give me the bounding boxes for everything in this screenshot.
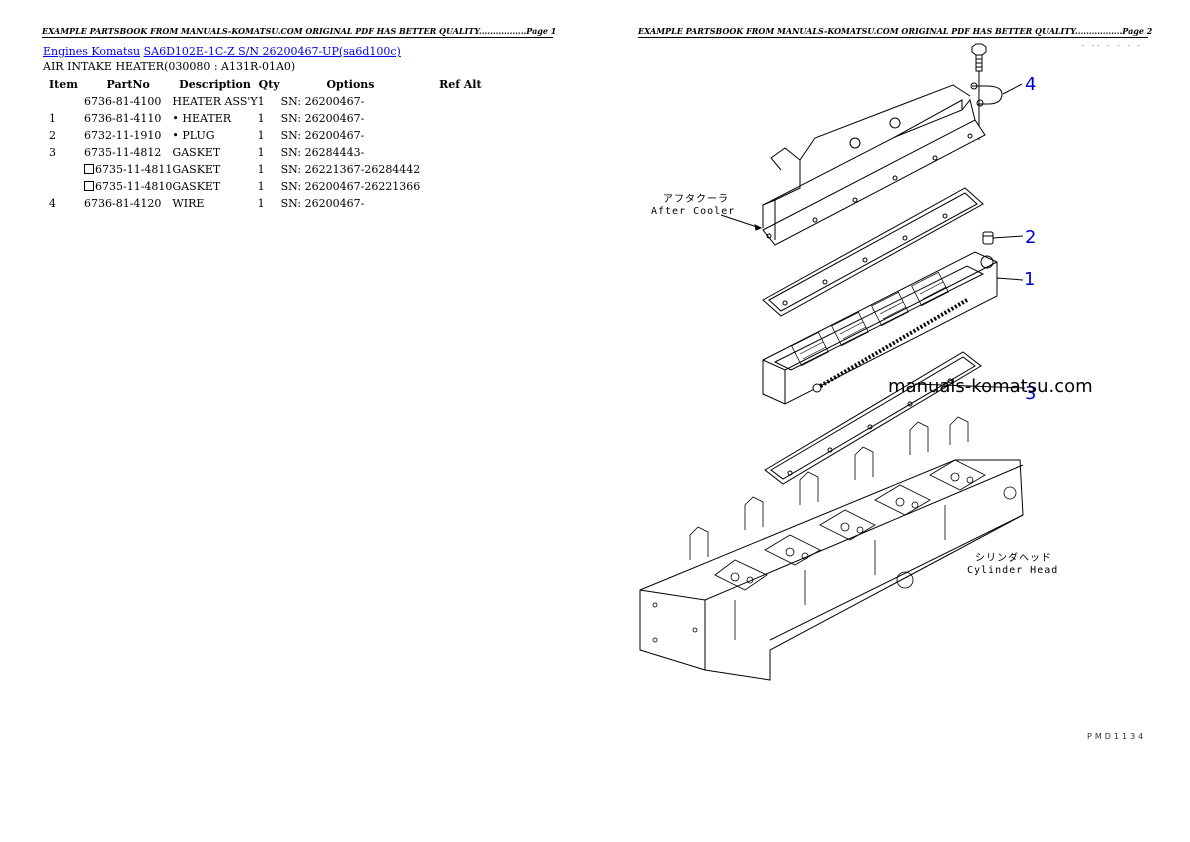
cell-partno: 6736-81-4120: [84, 195, 172, 212]
part-number: 6736-81-4100: [84, 95, 162, 108]
table-header-row: Item PartNo Description Qty Options Ref …: [43, 76, 500, 93]
column-header-partno: PartNo: [106, 78, 150, 91]
cell-ref-alt: [420, 161, 500, 178]
column-header-item: Item: [49, 78, 78, 91]
part-number: 6735-11-4810: [95, 180, 173, 193]
cell-item: 2: [49, 129, 56, 142]
part-number: 6736-81-4120: [84, 197, 162, 210]
page-header: EXAMPLE PARTSBOOK FROM MANUALS-KOMATSU.C…: [638, 26, 1153, 38]
column-header-description: Description: [179, 78, 251, 91]
cell-partno: 6732-11-1910: [84, 127, 172, 144]
page-2: EXAMPLE PARTSBOOK FROM MANUALS-KOMATSU.C…: [595, 0, 1190, 842]
page-header: EXAMPLE PARTSBOOK FROM MANUALS-KOMATSU.C…: [42, 26, 557, 38]
upper-gasket: [762, 187, 984, 317]
after-cooler-label: アフタクーラ After Cooler: [651, 194, 735, 218]
cell-options: SN: 26200467-: [280, 112, 365, 125]
wire-part: [970, 82, 1023, 107]
callout-2: 2: [1025, 227, 1037, 248]
callout-3: 3: [1025, 383, 1037, 404]
column-header-qty: Qty: [258, 78, 280, 91]
top-marks: - -- - - - -: [1082, 42, 1143, 49]
part-number: 6735-11-4811: [95, 163, 173, 176]
cell-qty: 1: [257, 197, 265, 210]
table-row: 2 6732-11-1910 • PLUG 1 SN: 26200467-: [43, 127, 500, 144]
reference-code: PMD1134: [1087, 732, 1147, 741]
cell-options: SN: 26200467-: [280, 95, 365, 108]
watermark: manuals-komatsu.com: [888, 376, 1093, 397]
exploded-parts-diagram: [639, 43, 1026, 681]
cell-item: 3: [49, 146, 56, 159]
part-number: 6732-11-1910: [84, 129, 162, 142]
breadcrumb-link-model[interactable]: SA6D102E-1C-Z S/N 26200467-UP(sa6d100c): [143, 45, 401, 58]
cell-partno: 6735-11-4811: [84, 161, 172, 178]
plug-part: [982, 231, 1024, 245]
cell-partno: 6735-11-4810: [84, 178, 172, 195]
column-header-options: Options: [326, 78, 375, 91]
heater-body: [762, 251, 1024, 405]
cell-ref-alt: [420, 144, 500, 161]
table-row: 4 6736-81-4120 WIRE 1 SN: 26200467-: [43, 195, 500, 212]
cell-options: SN: 26200467-: [280, 129, 365, 142]
cell-options: SN: 26221367-26284442: [280, 163, 421, 176]
cell-description: WIRE: [172, 197, 205, 210]
alternate-part-checkbox-icon: [84, 164, 94, 174]
cell-ref-alt: [420, 195, 500, 212]
page-1: EXAMPLE PARTSBOOK FROM MANUALS-KOMATSU.C…: [42, 26, 557, 212]
column-header-ref-alt: Ref Alt: [439, 78, 482, 91]
cell-description: GASKET: [172, 163, 221, 176]
lower-gasket: [764, 351, 1026, 485]
cell-qty: 1: [257, 146, 265, 159]
cell-ref-alt: [420, 93, 500, 110]
cell-description: GASKET: [172, 180, 221, 193]
cell-description: GASKET: [172, 146, 221, 159]
cell-description: • PLUG: [172, 129, 215, 142]
cell-item: [43, 178, 84, 195]
part-number: 6736-81-4110: [84, 112, 162, 125]
parts-table: Item PartNo Description Qty Options Ref …: [43, 76, 500, 212]
part-number: 6735-11-4812: [84, 146, 162, 159]
cylinder-head-label-jp: シリンダヘッド: [975, 553, 1052, 564]
breadcrumb: Engines Komatsu SA6D102E-1C-Z S/N 262004…: [43, 45, 401, 58]
cell-item: [43, 161, 84, 178]
cell-qty: 1: [257, 180, 265, 193]
cylinder-head: [639, 416, 1024, 681]
cell-ref-alt: [420, 178, 500, 195]
cylinder-head-label: シリンダヘッド Cylinder Head: [967, 553, 1058, 577]
heater-coil: [812, 298, 969, 393]
after-cooler-label-jp: アフタクーラ: [663, 194, 729, 205]
cell-item: [43, 93, 84, 110]
after-cooler-cover: [720, 84, 986, 246]
cell-qty: 1: [257, 163, 265, 176]
table-row: 1 6736-81-4110 • HEATER 1 SN: 26200467-: [43, 110, 500, 127]
cell-partno: 6736-81-4100: [84, 93, 172, 110]
cell-ref-alt: [420, 110, 500, 127]
cell-qty: 1: [257, 112, 265, 125]
cell-partno: 6735-11-4812: [84, 144, 172, 161]
cell-options: SN: 26200467-26221366: [280, 180, 421, 193]
cell-options: SN: 26284443-: [280, 146, 365, 159]
cell-description: HEATER ASS'Y: [172, 95, 258, 108]
cell-qty: 1: [257, 129, 265, 142]
cylinder-head-label-en: Cylinder Head: [967, 565, 1059, 576]
cell-description: • HEATER: [172, 112, 232, 125]
cell-qty: 1: [257, 95, 265, 108]
callout-1: 1: [1024, 269, 1036, 290]
section-title: AIR INTAKE HEATER(030080 : A131R-01A0): [43, 60, 296, 73]
callout-4: 4: [1025, 74, 1037, 95]
cell-ref-alt: [420, 127, 500, 144]
cell-options: SN: 26200467-: [280, 197, 365, 210]
cell-partno: 6736-81-4110: [84, 110, 172, 127]
alternate-part-checkbox-icon: [84, 181, 94, 191]
cell-item: 4: [49, 197, 56, 210]
cell-item: 1: [49, 112, 56, 125]
after-cooler-label-en: After Cooler: [651, 206, 736, 217]
table-row: 3 6735-11-4812 GASKET 1 SN: 26284443-: [43, 144, 500, 161]
breadcrumb-link-engines[interactable]: Engines Komatsu: [43, 45, 141, 58]
